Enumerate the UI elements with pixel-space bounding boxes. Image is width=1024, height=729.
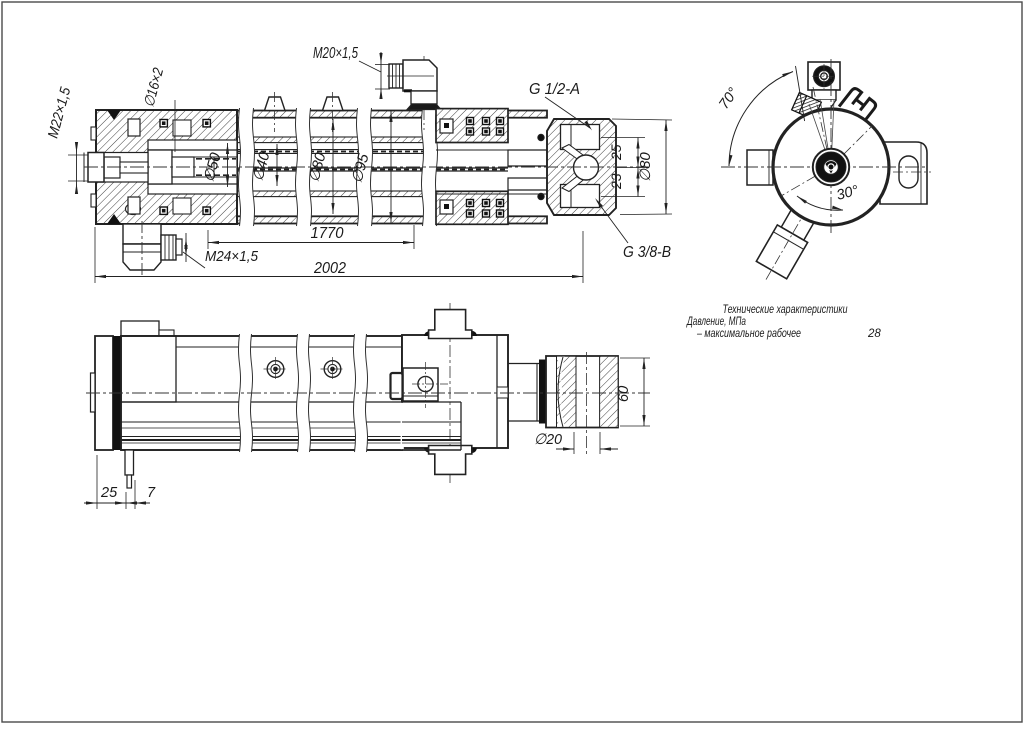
svg-text:28: 28	[867, 328, 881, 340]
svg-text:30°: 30°	[835, 183, 861, 204]
svg-text:M24×1,5: M24×1,5	[205, 248, 259, 265]
svg-text:1770: 1770	[311, 225, 344, 242]
svg-text:M20×1,5: M20×1,5	[313, 45, 358, 62]
svg-text:– максимальное рабочее: – максимальное рабочее	[696, 328, 801, 340]
svg-text:∅20: ∅20	[534, 431, 563, 448]
svg-text:25: 25	[608, 144, 624, 161]
svg-text:60: 60	[616, 386, 632, 402]
svg-text:25: 25	[100, 485, 118, 501]
svg-text:Давление, МПа: Давление, МПа	[686, 316, 746, 328]
svg-text:23: 23	[608, 173, 624, 190]
svg-text:Технические характеристики: Технические характеристики	[723, 304, 848, 316]
svg-text:∅80: ∅80	[637, 152, 654, 182]
svg-text:7: 7	[147, 485, 156, 501]
svg-text:G 1/2-A: G 1/2-A	[529, 81, 580, 98]
svg-text:G 3/8-B: G 3/8-B	[623, 244, 671, 261]
svg-text:2002: 2002	[313, 260, 346, 277]
